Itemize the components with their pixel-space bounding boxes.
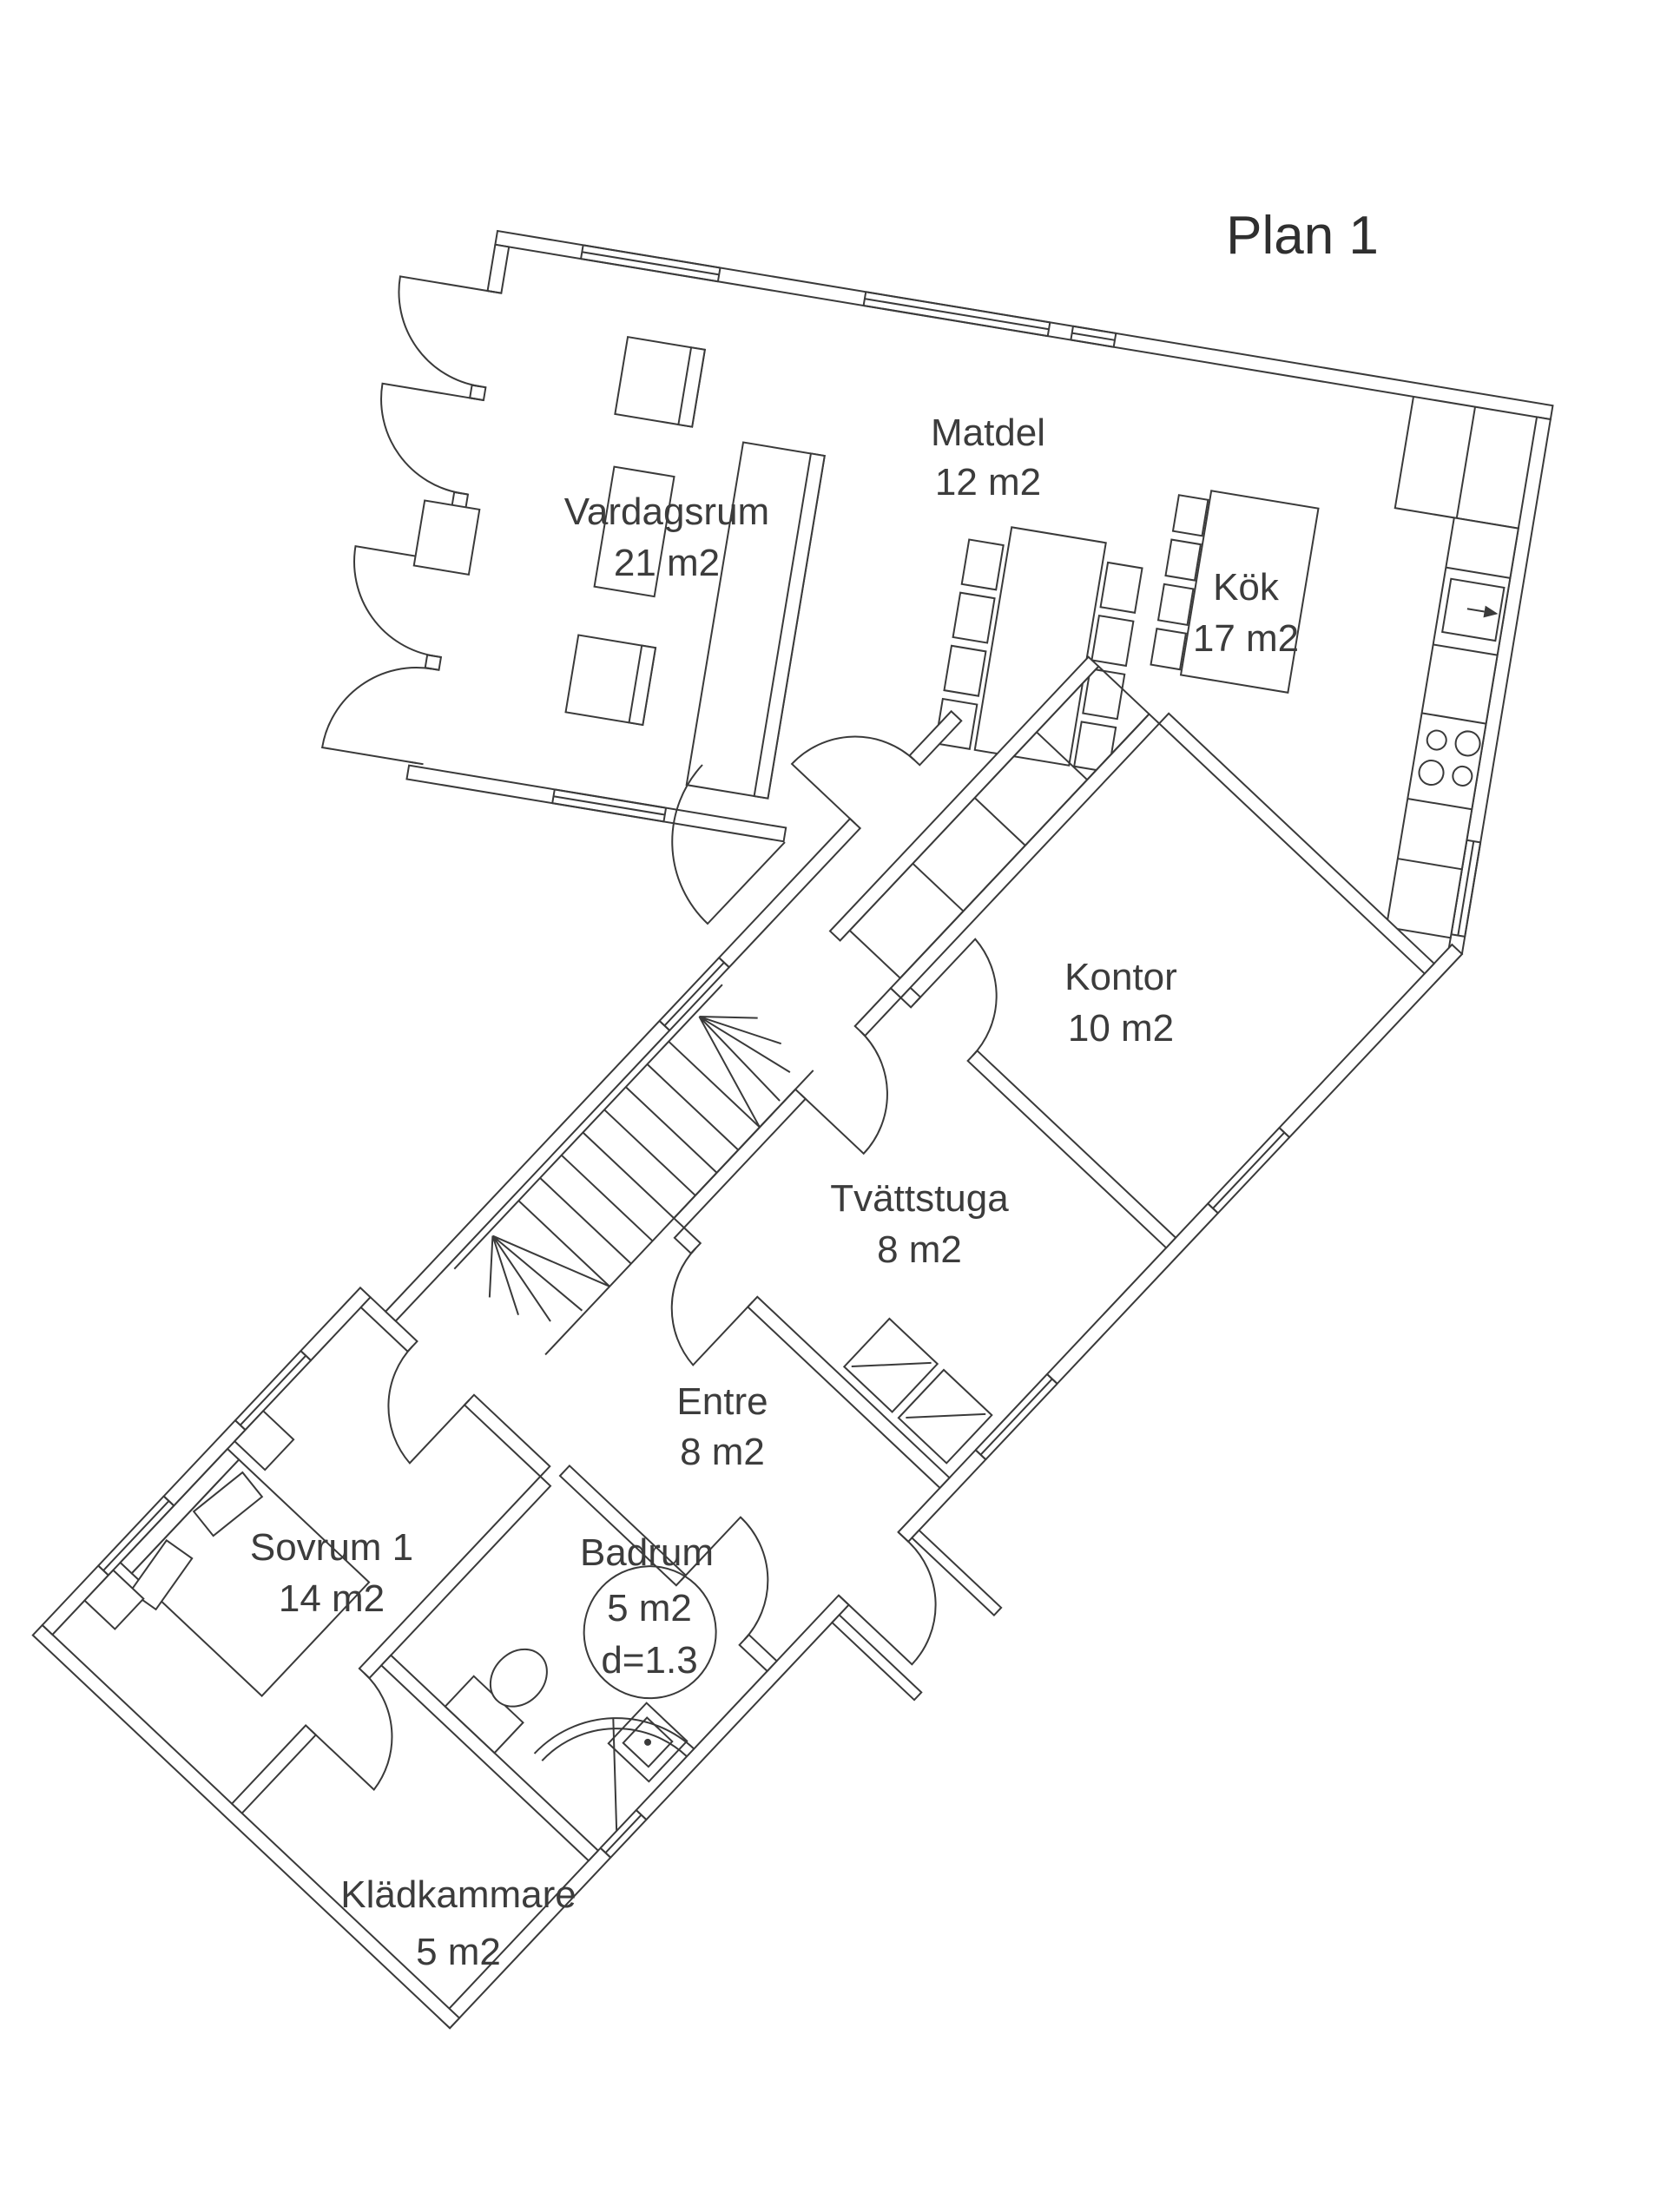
kontor-ne-wall: [1157, 712, 1436, 975]
sovrum-ne-wall-seg: [463, 1393, 551, 1478]
room-note-badrum: d=1.3: [601, 1639, 697, 1682]
room-label-kladkammare: Klädkammare: [340, 1873, 576, 1916]
turning-circle: [583, 1565, 717, 1700]
coffee-table: [593, 465, 675, 598]
door-arc: [380, 382, 478, 495]
window: [658, 957, 730, 1031]
window: [234, 1350, 312, 1431]
sw-wall: [31, 1623, 461, 2030]
room-label-badrum: Badrum: [580, 1531, 714, 1574]
room-area-sovrum1: 14 m2: [279, 1577, 385, 1620]
door-arc: [790, 735, 916, 825]
nightstand: [83, 1569, 145, 1630]
kitchen-sink: [1441, 577, 1506, 642]
nw-annex-wall-seg: [299, 1286, 372, 1362]
cross-wall-seg: [358, 1475, 552, 1680]
window: [974, 1373, 1058, 1460]
dining-table: [934, 526, 1143, 774]
wing: [31, 655, 1464, 2030]
room-label-tvattstuga: Tvättstuga: [830, 1177, 1009, 1220]
door-arc: [387, 1346, 471, 1465]
cross-wall-seg: [230, 1724, 318, 1815]
tvatt-nw-wall-seg: [853, 986, 902, 1037]
room-area-vardagsrum: 21 m2: [614, 542, 720, 584]
room-label-vardagsrum: Vardagsrum: [564, 490, 769, 533]
chimney: [412, 499, 481, 576]
stairs: [453, 984, 814, 1356]
tvatt-entre-wall-seg: [746, 1295, 951, 1490]
door-arc: [671, 764, 786, 925]
se-wall-seg: [897, 1448, 987, 1544]
window: [599, 1809, 648, 1859]
left-wall-seg: [486, 243, 511, 294]
bed: [119, 1447, 371, 1697]
room-label-entre: Entre: [676, 1380, 768, 1423]
door-arc: [914, 938, 998, 1057]
room-label-matdel: Matdel: [931, 411, 1045, 454]
entry-door: [830, 1529, 1003, 1702]
room-label-sovrum1: Sovrum 1: [250, 1526, 413, 1569]
tvatt-nw-wall-seg: [672, 1088, 807, 1229]
door-arc: [353, 545, 451, 657]
room-label-kontor: Kontor: [1064, 956, 1177, 998]
labels: Plan 1 Vardagsrum 21 m2 Matdel 12 m2 Kök…: [250, 206, 1379, 1973]
kitchen-corner-closet: [1394, 396, 1519, 530]
room-area-kok: 17 m2: [1193, 617, 1299, 660]
room-area-kontor: 10 m2: [1068, 1007, 1174, 1050]
door-arc: [680, 1516, 769, 1641]
washer: [897, 1368, 993, 1465]
room-label-kok: Kök: [1213, 566, 1280, 609]
stove: [1418, 729, 1481, 787]
armchair: [614, 335, 707, 428]
entre-badrum-wall-seg: [738, 1633, 779, 1673]
window: [1207, 1127, 1290, 1215]
door-arc: [800, 1030, 888, 1155]
se-wall-seg: [1278, 943, 1464, 1139]
kontor-tvatt-wall-seg: [966, 1049, 1177, 1249]
tvatt-entre-wall-seg: [673, 1226, 702, 1255]
stairhall-nw-wall-seg: [717, 817, 862, 969]
toilet: [444, 1648, 548, 1754]
armchair: [564, 634, 657, 727]
upper-block: [320, 229, 1554, 955]
window: [551, 788, 668, 823]
se-wall-seg: [1045, 1202, 1220, 1386]
door-arc: [310, 1672, 393, 1791]
sofa: [685, 441, 826, 800]
room-area-entre: 8 m2: [680, 1431, 765, 1473]
kitchen-island: [1150, 490, 1320, 694]
stairhall-nw-wall-seg: [384, 1019, 671, 1323]
room-area-matdel: 12 m2: [935, 461, 1041, 504]
nightstand: [233, 1409, 295, 1471]
shower-door: [533, 1717, 695, 1832]
room-area-kladkammare: 5 m2: [416, 1931, 501, 1973]
door-arc: [670, 1248, 754, 1366]
room-area-badrum: 5 m2: [607, 1587, 692, 1629]
room-area-tvattstuga: 8 m2: [877, 1228, 962, 1271]
door-arc: [320, 666, 432, 764]
dryer: [842, 1317, 939, 1413]
door-arc: [398, 275, 495, 387]
page-title: Plan 1: [1226, 206, 1379, 266]
window: [580, 244, 1117, 348]
